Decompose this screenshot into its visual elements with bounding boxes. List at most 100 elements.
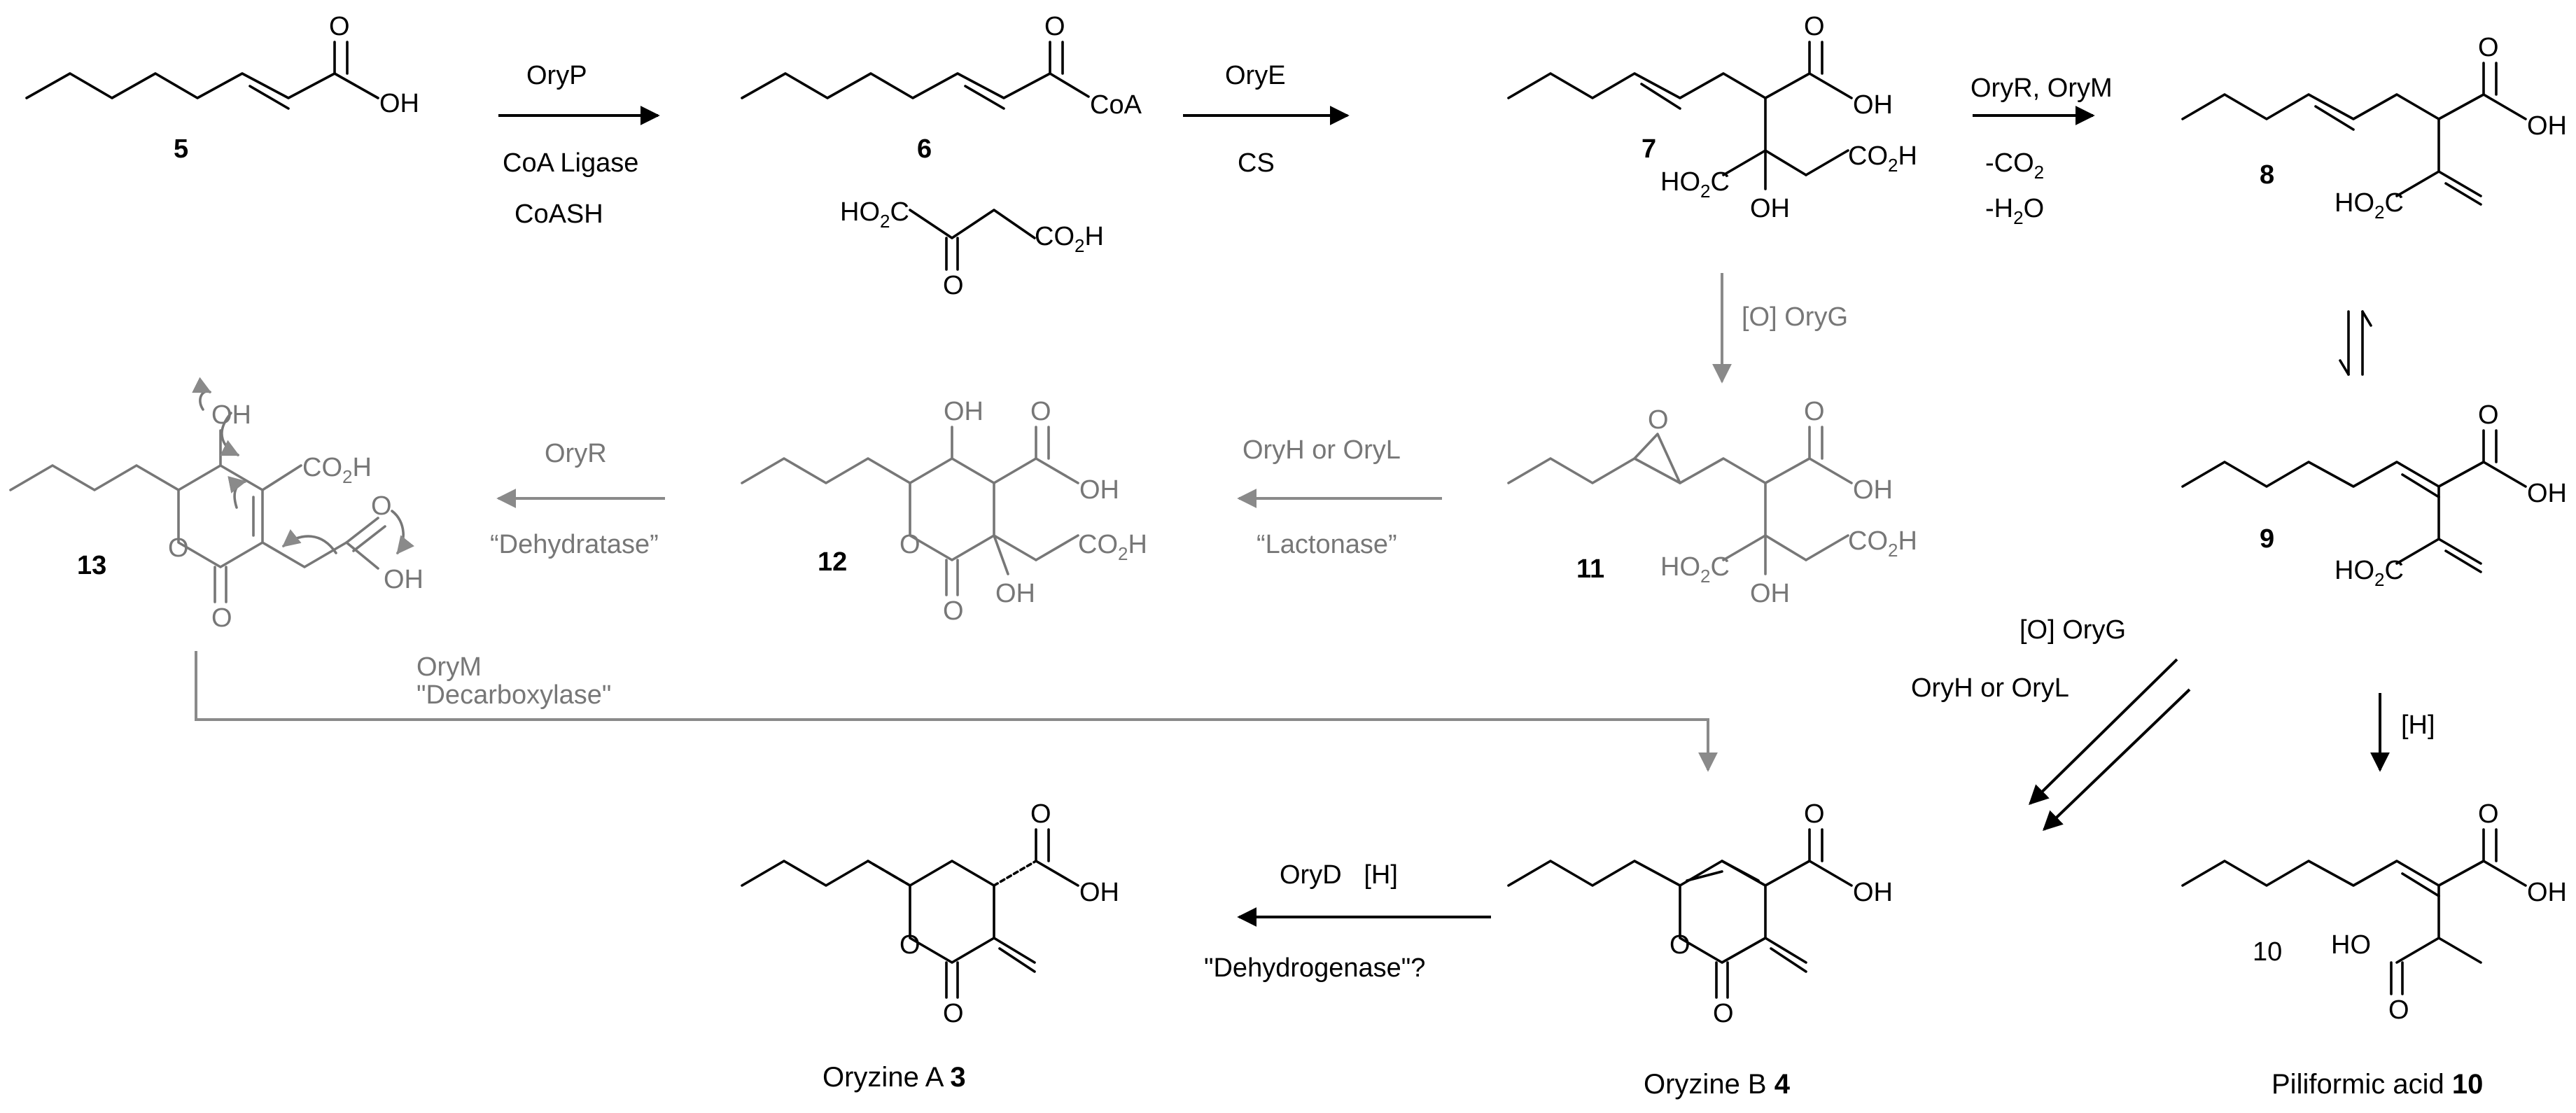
compound-piliformic-acid: O OH HO O 10 Piliformic acid 10 xyxy=(2181,799,2567,1100)
ho2c-ho: HO xyxy=(840,197,880,227)
dehydratase-label: “Dehydratase” xyxy=(490,530,659,559)
acid-oh: OH xyxy=(1079,878,1119,907)
compound-oryzine-b: O OH O O Oryzine B 4 xyxy=(1507,799,1893,1100)
epoxide-o: O xyxy=(1648,405,1669,435)
enzyme-oryd: OryD [H] xyxy=(1280,860,1398,890)
step-orye: OryE CS xyxy=(1183,61,1350,178)
oryzine-b-name: Oryzine B xyxy=(1644,1069,1774,1100)
svg-text:Oryzine A 3: Oryzine A 3 xyxy=(822,1062,966,1093)
step-reduction: [H] xyxy=(2370,693,2435,772)
lactonase-label: “Lactonase” xyxy=(1256,530,1397,559)
acid-ho: HO xyxy=(2331,930,2371,960)
piliformic-name: Piliformic acid xyxy=(2272,1069,2452,1100)
oryg-label: [O] OryG xyxy=(1742,302,1848,332)
carbonyl-o: O xyxy=(2478,799,2499,829)
acid-oh: OH xyxy=(1853,475,1893,505)
acid-oh: OH xyxy=(2527,878,2567,907)
oryzine-a-name: Oryzine A xyxy=(822,1062,950,1093)
svg-text:HO2C: HO2C xyxy=(1660,552,1730,587)
co2h-group: CO xyxy=(1035,222,1074,251)
lactone-o: O xyxy=(943,596,964,626)
svg-text:CO2H: CO2H xyxy=(1848,526,1917,561)
carbonyl-o: O xyxy=(371,491,392,521)
carbonyl-o-2: O xyxy=(2388,995,2409,1025)
compound-8: O OH HO2C 8 xyxy=(2181,33,2567,223)
lactone-o: O xyxy=(1713,999,1734,1028)
svg-text:-H2O: -H2O xyxy=(1985,194,2044,228)
enzyme-oryr-orym: OryR, OryM xyxy=(1970,74,2113,103)
compound-5-label: 5 xyxy=(174,134,188,164)
oryg-label-2: [O] OryG xyxy=(2019,615,2126,645)
ring-o: O xyxy=(168,533,189,563)
hydroxy-oh: OH xyxy=(944,397,983,426)
enzyme-oryp: OryP xyxy=(526,61,587,90)
svg-text:HO2C: HO2C xyxy=(840,197,909,232)
compound-7-label: 7 xyxy=(1642,134,1656,164)
svg-text:HO2C: HO2C xyxy=(1660,167,1730,202)
hydroxy-oh-2: OH xyxy=(995,579,1035,608)
compound-12: OH O OH O O CO2H OH 12 xyxy=(741,397,1147,626)
svg-text:CO2H: CO2H xyxy=(302,453,372,487)
hydroxy-oh: OH xyxy=(1750,194,1790,223)
carbonyl-o: O xyxy=(1804,12,1825,41)
step-dehydratase: OryR “Dehydratase” xyxy=(490,439,665,559)
ring-o: O xyxy=(899,930,920,960)
coash-label: CoASH xyxy=(514,200,603,229)
step-oryp: OryP CoA Ligase CoASH xyxy=(498,61,660,229)
carbonyl-o: O xyxy=(329,12,350,41)
carbonyl-o: O xyxy=(1030,397,1051,426)
svg-text:CO2H: CO2H xyxy=(1078,530,1147,564)
compound-7: O OH HO2C CO2H OH 7 xyxy=(1507,12,1917,223)
hydroxy-oh: OH xyxy=(1750,579,1790,608)
acid-oh: OH xyxy=(379,89,419,118)
compound-5: O OH 5 xyxy=(25,12,419,164)
acid-oh: OH xyxy=(384,565,424,594)
compound-6-label: 6 xyxy=(917,134,932,164)
svg-text:-CO2: -CO2 xyxy=(1985,148,2044,183)
compound-8-label: 8 xyxy=(2260,160,2274,190)
lactone-o: O xyxy=(211,603,232,633)
svg-text:Oryzine B 4: Oryzine B 4 xyxy=(1644,1069,1791,1100)
minus-h2o: -H xyxy=(1985,194,2013,223)
compound-12-label: 12 xyxy=(818,547,847,577)
step-9-to-oryzine-b: [O] OryG OryH or OryL xyxy=(1911,615,2191,831)
compound-13: OH CO2H O O O OH 13 xyxy=(9,377,424,633)
dehydrogenase-label: "Dehydrogenase"? xyxy=(1204,953,1425,983)
coa-group: CoA xyxy=(1090,90,1142,120)
label-10: 10 xyxy=(2253,937,2282,967)
enzyme-orym: OryM xyxy=(416,652,482,682)
decarboxylase-label: "Decarboxylase" xyxy=(416,680,611,710)
svg-text:CO2H: CO2H xyxy=(1848,141,1917,176)
compound-9-label: 9 xyxy=(2260,524,2274,554)
compound-13-label: 13 xyxy=(77,551,106,580)
cs-label: CS xyxy=(1238,148,1275,178)
compound-6: O CoA 6 HO2C CO2H O xyxy=(741,12,1142,300)
step-dehydrogenase: OryD [H] "Dehydrogenase"? xyxy=(1204,860,1491,983)
h-label: [H] xyxy=(2401,710,2435,740)
acid-oh: OH xyxy=(1853,90,1893,120)
svg-text:HO2C: HO2C xyxy=(2334,188,2404,223)
carbonyl-o: O xyxy=(1030,799,1051,829)
acid-oh: OH xyxy=(1853,878,1893,907)
enzyme-oryr: OryR xyxy=(545,439,607,468)
carbonyl-o: O xyxy=(1044,12,1065,41)
svg-text:CO2H: CO2H xyxy=(1035,222,1104,256)
svg-text:Piliformic acid 10: Piliformic acid 10 xyxy=(2272,1069,2483,1100)
acid-oh: OH xyxy=(2527,479,2567,508)
carbonyl-o: O xyxy=(1804,397,1825,426)
compound-11: O O OH HO2C CO2H OH 11 xyxy=(1507,397,1917,608)
coa-ligase-label: CoA Ligase xyxy=(503,148,638,178)
keto-o: O xyxy=(943,271,964,300)
enzyme-oryh-oryl: OryH or OryL xyxy=(1242,435,1401,465)
acid-oh: OH xyxy=(1079,475,1119,505)
svg-text:HO2C: HO2C xyxy=(2334,556,2404,590)
lactone-o: O xyxy=(943,999,964,1028)
minus-co2: -CO xyxy=(1985,148,2034,178)
compound-9: O OH HO2C 9 xyxy=(2181,400,2567,590)
carbonyl-o: O xyxy=(1804,799,1825,829)
step-lactonase: OryH or OryL “Lactonase” xyxy=(1237,435,1442,559)
step-oryg-epoxidation: [O] OryG xyxy=(1712,273,1848,384)
step-decarboxylase: OryM "Decarboxylase" xyxy=(195,651,1718,772)
enzyme-orye: OryE xyxy=(1225,61,1286,90)
